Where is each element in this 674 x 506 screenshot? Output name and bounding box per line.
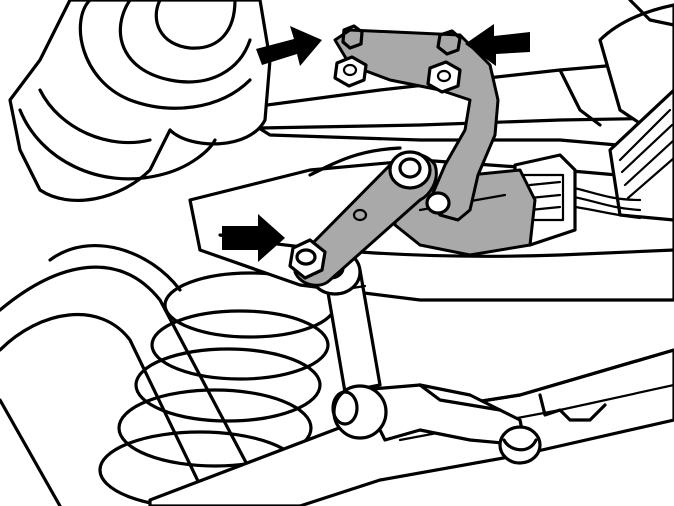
lower-bracket-bolt [498,425,542,465]
upper-left-mounting-nut [333,24,368,88]
arrow-right-icon [256,26,322,66]
shock-absorber-top [8,0,272,202]
arrow-right-icon [222,214,285,262]
sensor-arm-pivot [388,150,432,190]
lower-link-bracket [331,383,527,447]
upper-right-mounting-nut [426,29,462,94]
upper-right-bracket [598,0,674,132]
wiring-harness [558,88,674,222]
arrow-left-icon [465,24,530,66]
link-arm-nut [288,238,327,280]
